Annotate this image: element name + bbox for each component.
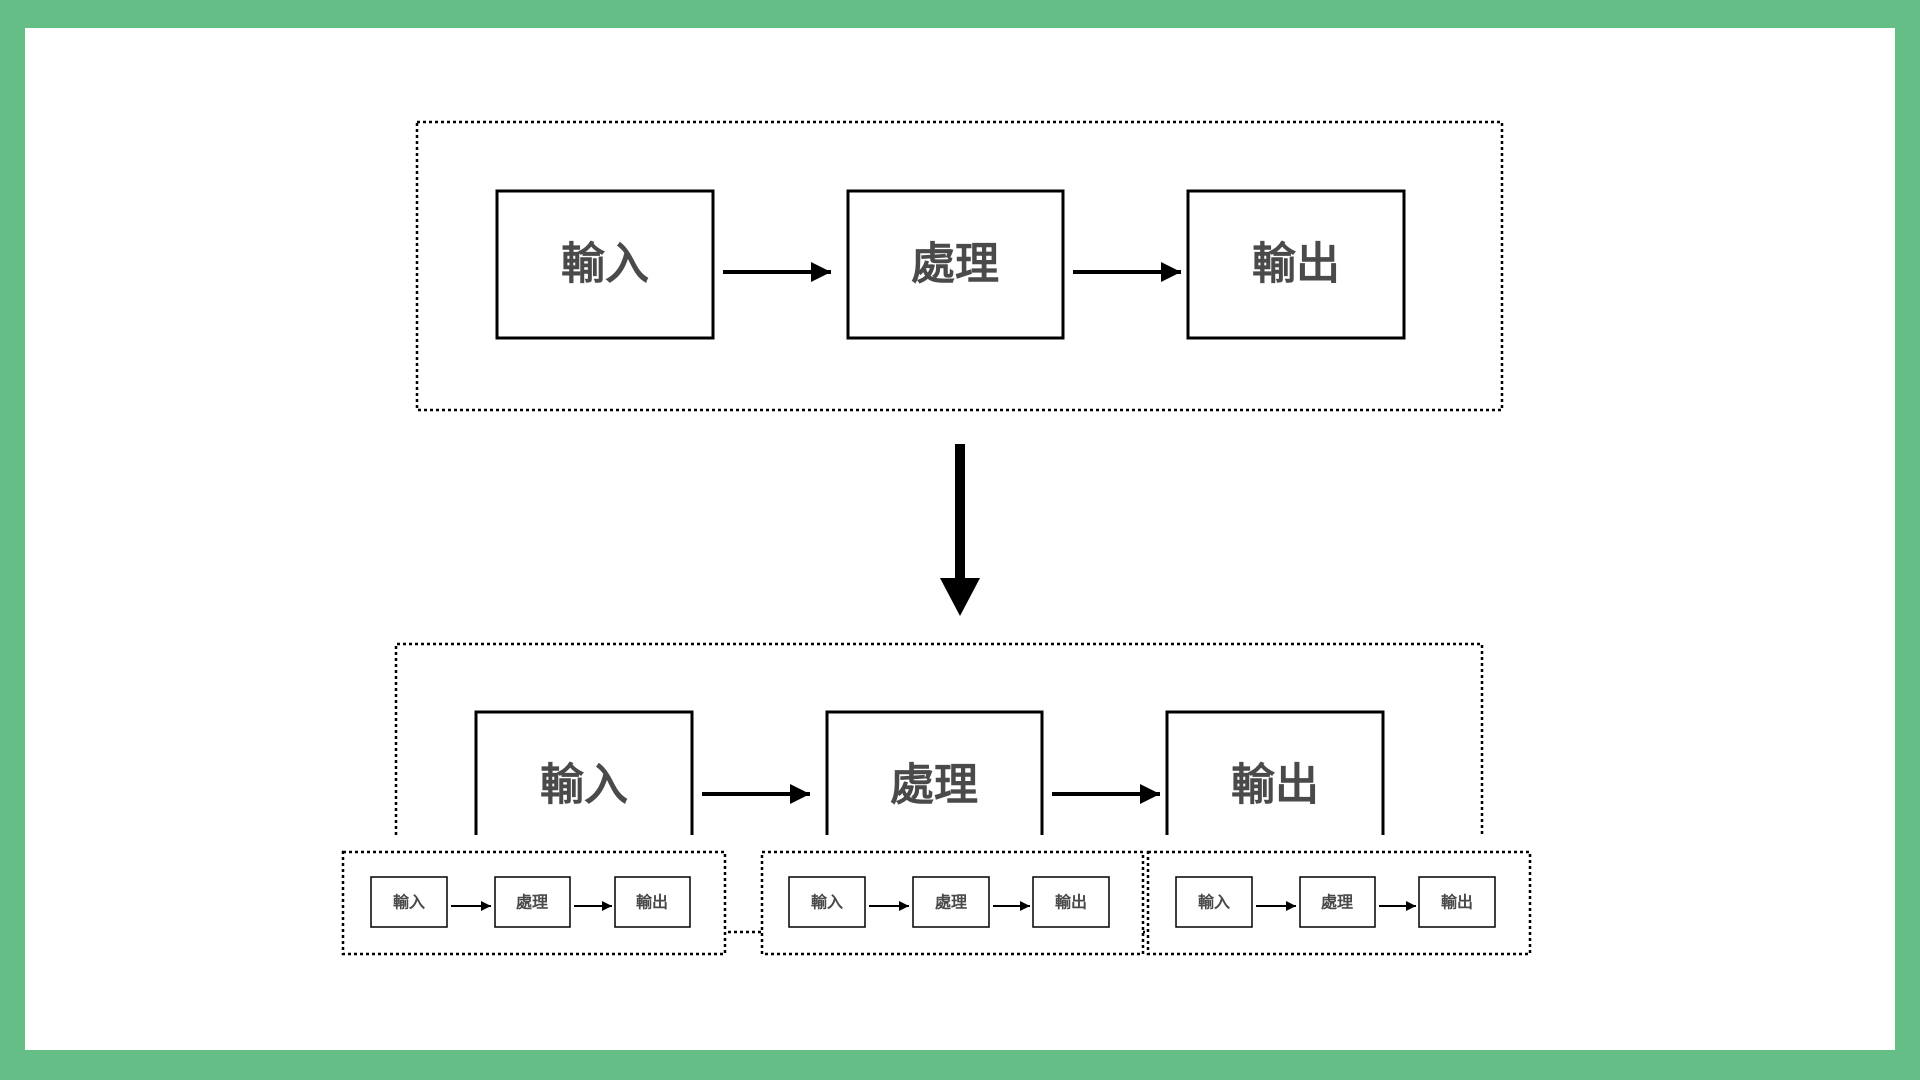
top-process-box: 處理 bbox=[846, 189, 1065, 340]
sub3-input-label: 輸入 bbox=[1198, 893, 1230, 912]
sub1-output-label: 輸出 bbox=[636, 893, 668, 912]
sub3-output-label: 輸出 bbox=[1441, 893, 1473, 912]
sub1-output-box bbox=[614, 876, 691, 928]
top-output-box: 輸出 bbox=[1186, 189, 1406, 340]
sub2-output-label: 輸出 bbox=[1055, 893, 1087, 912]
sub2-input-label: 輸入 bbox=[811, 893, 843, 912]
expand-down-arrow bbox=[940, 444, 980, 616]
sub3-process-box bbox=[1299, 876, 1376, 928]
bottom-output-label: 輸出 bbox=[1231, 760, 1319, 811]
bottom-process-box: 處理 bbox=[825, 710, 1044, 835]
sub1-process-label: 處理 bbox=[516, 893, 548, 912]
bottom-output-box: 輸出 bbox=[1165, 710, 1385, 835]
top-pipeline-container bbox=[415, 120, 1504, 412]
sub1-input-label: 輸入 bbox=[393, 893, 425, 912]
sub3-process-label: 處理 bbox=[1321, 893, 1353, 912]
bottom-input-label: 輸入 bbox=[540, 760, 628, 811]
sub-pipeline-3: 輸入 處理 輸出 bbox=[1146, 850, 1532, 956]
sub2-process-box bbox=[912, 876, 990, 928]
bottom-process-label: 處理 bbox=[890, 760, 978, 811]
top-process-label: 處理 bbox=[911, 239, 999, 290]
top-input-box: 輸入 bbox=[495, 189, 715, 340]
top-input-label: 輸入 bbox=[561, 239, 649, 290]
top-pipeline: 輸入 處理 輸出 bbox=[415, 120, 1504, 412]
sub-pipeline-1: 輸入 處理 輸出 bbox=[341, 850, 727, 956]
bottom-input-box: 輸入 bbox=[474, 710, 694, 835]
sub1-input-box bbox=[370, 876, 448, 928]
sub3-input-box bbox=[1175, 876, 1253, 928]
sub2-output-box bbox=[1032, 876, 1110, 928]
sub1-process-box bbox=[494, 876, 571, 928]
sub3-output-box bbox=[1418, 876, 1496, 928]
bottom-pipeline-container bbox=[394, 642, 1484, 835]
sub2-input-box bbox=[788, 876, 866, 928]
bottom-pipeline: 輸入 處理 輸出 輸入 處理 輸出 bbox=[341, 642, 1532, 956]
top-output-label: 輸出 bbox=[1252, 239, 1340, 290]
sub-pipeline-2: 輸入 處理 輸出 bbox=[760, 850, 1145, 956]
sub2-process-label: 處理 bbox=[935, 893, 967, 912]
